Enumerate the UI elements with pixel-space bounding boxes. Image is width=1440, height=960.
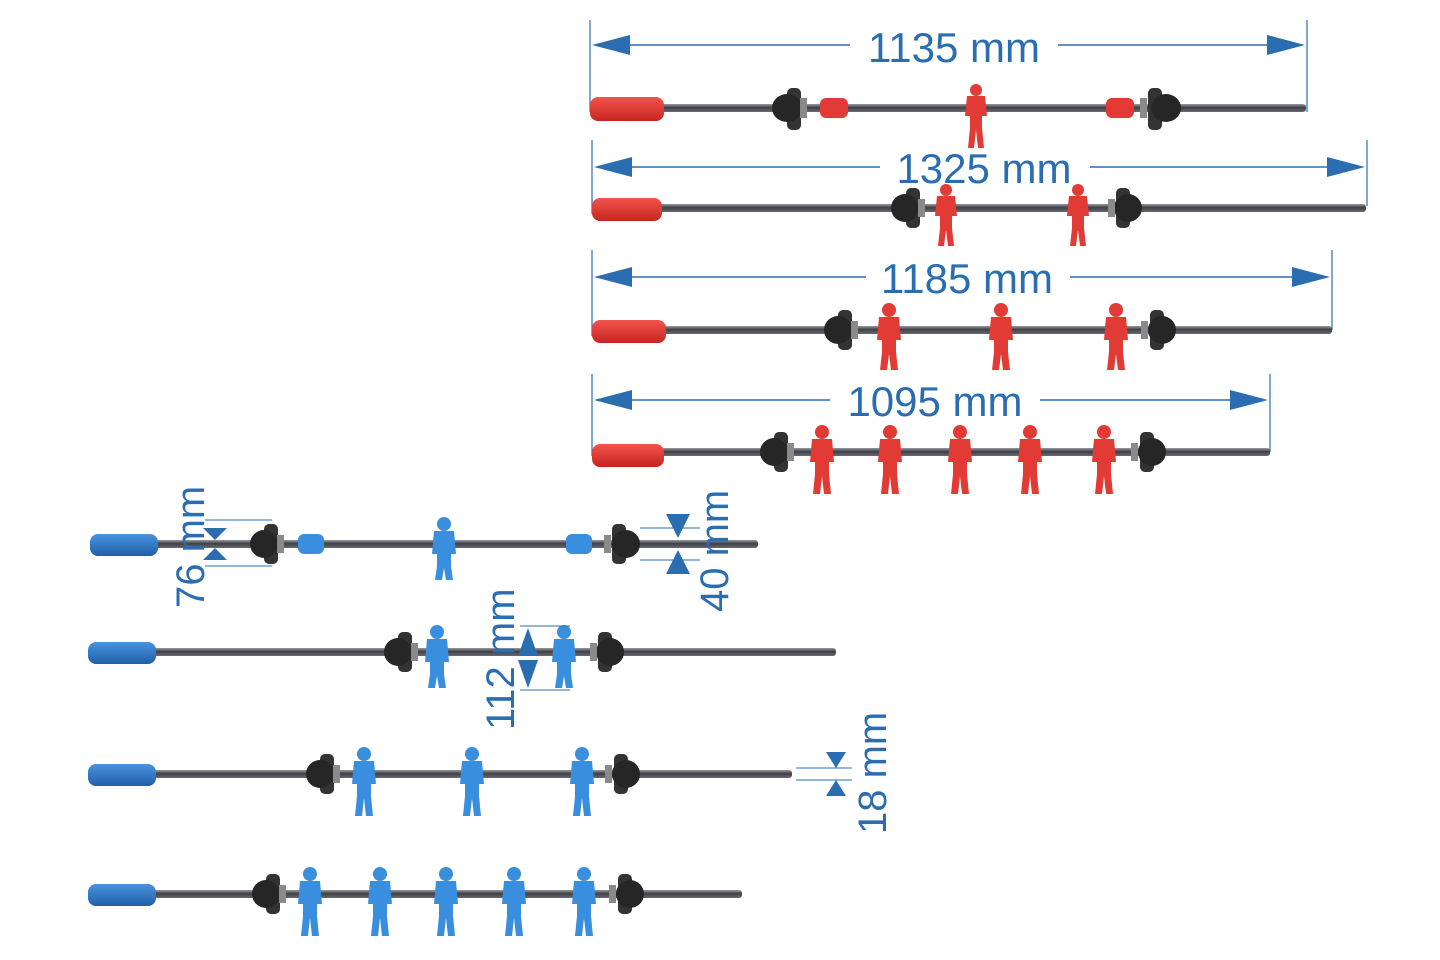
dimension-line-1095: 1095 mm xyxy=(591,374,1271,456)
blue-rod-4 xyxy=(88,867,742,936)
bumper-icon xyxy=(824,310,858,350)
bumper-icon xyxy=(772,88,807,130)
red-figure-icon xyxy=(1104,303,1128,370)
blue-rod-1: 76 mm 40 mm xyxy=(90,486,758,612)
dimension-line-1325: 1325 mm xyxy=(591,140,1368,214)
blue-figure-icon xyxy=(552,625,576,688)
red-rod-1: 1135 mm xyxy=(589,20,1308,148)
red-rod-4: 1095 mm xyxy=(591,374,1271,494)
bumper-icon xyxy=(384,632,418,672)
blue-rod-2: 112 mm xyxy=(88,588,836,730)
bumper-icon xyxy=(250,524,284,564)
red-handle-icon xyxy=(590,97,664,121)
dimension-bumper-spacing: 76 mm xyxy=(169,486,272,608)
bumper-icon xyxy=(1108,188,1142,228)
length-label-1185: 1185 mm xyxy=(881,255,1053,302)
dimension-rod-diameter: 18 mm xyxy=(796,712,895,834)
red-figure-icon xyxy=(935,184,957,246)
dimension-line-1185: 1185 mm xyxy=(591,250,1333,336)
length-label-1325: 1325 mm xyxy=(896,145,1071,192)
blue-figure-icon xyxy=(570,747,594,816)
red-figure-icon xyxy=(878,425,902,494)
red-figure-icon xyxy=(1067,184,1089,246)
bumper-icon xyxy=(604,524,640,564)
dimension-line-1135: 1135 mm xyxy=(589,20,1308,112)
red-handle-icon xyxy=(592,444,664,467)
blue-figure-icon xyxy=(572,867,596,936)
red-rod-3: 1185 mm xyxy=(591,250,1333,370)
blue-figure-icon xyxy=(298,867,322,936)
dimension-bumper-diameter: 40 mm xyxy=(640,490,737,612)
red-figure-icon xyxy=(948,425,972,494)
red-figure-icon xyxy=(1092,425,1116,494)
bumper-icon xyxy=(1141,310,1176,350)
length-label-1135: 1135 mm xyxy=(868,24,1040,71)
bumper-icon xyxy=(252,874,286,914)
blue-handle-icon xyxy=(88,884,156,906)
blue-figure-icon xyxy=(460,747,484,816)
bumper-icon xyxy=(891,188,925,228)
blue-figure-icon xyxy=(432,517,456,580)
bumper-spacing-label: 76 mm xyxy=(169,486,213,608)
bumper-icon xyxy=(760,432,794,472)
bumper-icon xyxy=(1140,88,1181,130)
red-figure-icon xyxy=(877,303,901,370)
blue-figure-icon xyxy=(425,625,449,688)
blue-rod-3: 18 mm xyxy=(88,712,895,834)
bumper-diameter-label: 40 mm xyxy=(693,490,737,612)
blue-handle-icon xyxy=(88,642,156,664)
dimension-figure-spacing: 112 mm xyxy=(479,588,570,730)
blue-figure-icon xyxy=(368,867,392,936)
red-figure-icon xyxy=(1018,425,1042,494)
rod-diameter-label: 18 mm xyxy=(851,712,895,834)
red-rod-2: 1325 mm xyxy=(591,140,1368,246)
blue-figure-icon xyxy=(434,867,458,936)
red-figure-icon xyxy=(965,84,987,148)
bumper-icon xyxy=(590,632,624,672)
blue-handle-icon xyxy=(90,534,158,556)
bumper-icon xyxy=(306,754,340,794)
bumper-icon xyxy=(605,754,640,794)
red-figure-icon xyxy=(989,303,1013,370)
bumper-icon xyxy=(1131,432,1166,472)
figure-spacing-label: 112 mm xyxy=(479,588,523,730)
red-handle-icon xyxy=(592,320,666,343)
red-handle-icon xyxy=(592,198,662,221)
bumper-icon xyxy=(609,874,644,914)
length-label-1095: 1095 mm xyxy=(847,378,1022,425)
blue-figure-icon xyxy=(352,747,376,816)
blue-handle-icon xyxy=(88,764,156,786)
red-figure-icon xyxy=(810,425,834,494)
blue-figure-icon xyxy=(502,867,526,936)
